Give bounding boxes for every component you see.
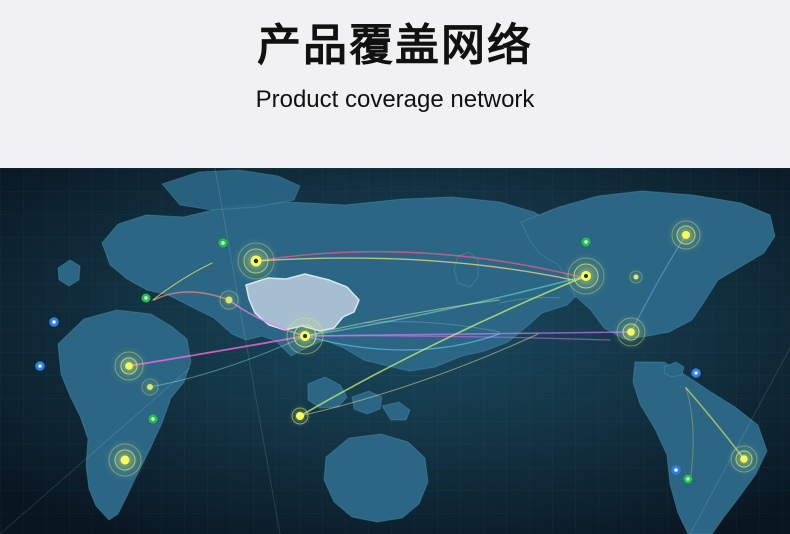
indonesia-land-2 — [351, 390, 383, 415]
south-america-land — [632, 361, 768, 534]
uk-land — [57, 259, 81, 287]
connection-lines — [128, 234, 745, 484]
green-pin-russia — [218, 238, 228, 248]
coverage-markers — [103, 215, 762, 482]
marker-central-africa — [137, 374, 163, 400]
blue-pin-caribbean — [691, 368, 701, 378]
green-pin-africa — [148, 414, 158, 424]
location-pins — [35, 237, 701, 484]
marker-us-central — [626, 267, 646, 287]
marker-south-africa — [103, 438, 147, 482]
marker-south-america — [726, 441, 762, 477]
page-header: 产品覆盖网络 Product coverage network — [0, 0, 790, 168]
blue-pin-north-atlantic — [49, 317, 59, 327]
marker-north-america-west — [562, 252, 610, 300]
marker-mexico — [612, 313, 650, 351]
green-pin-south-america — [683, 474, 693, 484]
indonesia-land-3 — [381, 401, 411, 421]
australia-land — [323, 433, 429, 523]
page-subtitle: Product coverage network — [255, 86, 535, 113]
page-title: 产品覆盖网络 — [257, 20, 533, 71]
marker-north-america-east — [666, 215, 706, 255]
caribbean-land — [663, 361, 685, 378]
blue-pin-south-america — [671, 465, 681, 475]
marker-central-asia — [216, 287, 242, 313]
marker-east-asia — [232, 237, 280, 285]
world-map-section — [0, 168, 790, 534]
blue-pin-west-africa — [35, 361, 45, 371]
indonesia-land-1 — [307, 376, 348, 409]
marker-southeast-asia — [288, 404, 312, 428]
japan-land — [453, 251, 479, 288]
green-pin-canada — [581, 237, 591, 247]
marker-west-africa — [109, 346, 149, 386]
world-map-image — [0, 168, 790, 534]
green-pin-europe — [141, 293, 151, 303]
map-accents — [0, 168, 790, 534]
greenland-land — [161, 169, 301, 211]
marker-china — [283, 314, 327, 358]
